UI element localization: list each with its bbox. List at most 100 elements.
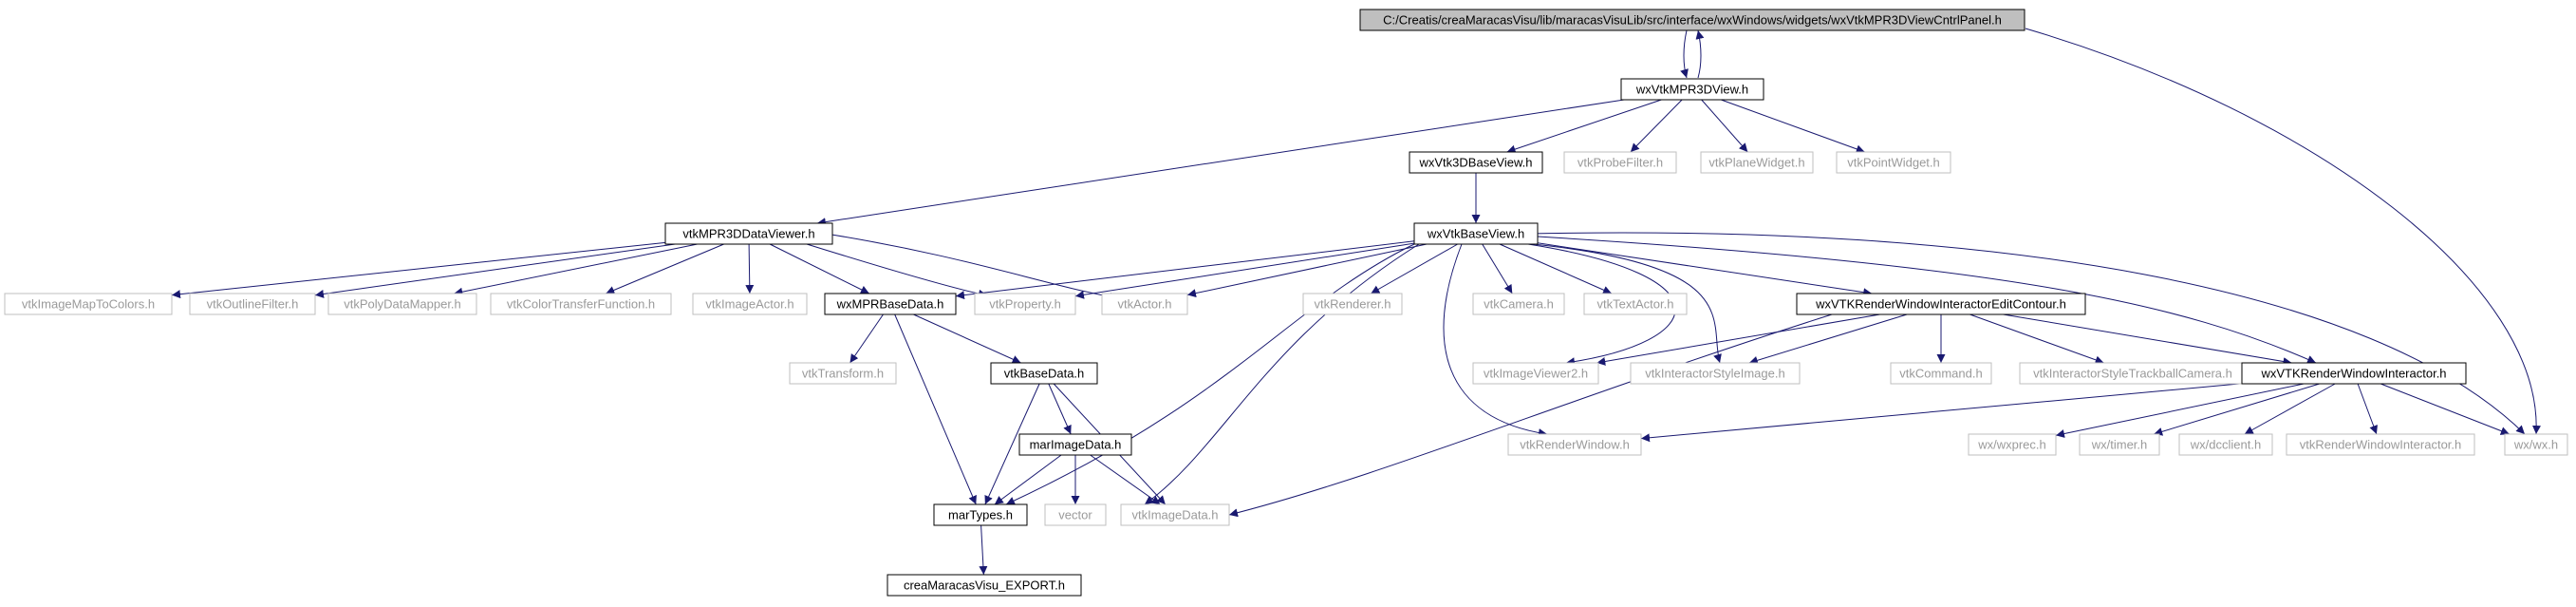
edge-wxVTKRWIEditContour-to-wxVTKRWI [2003, 313, 2292, 366]
node-label: vtkBaseData.h [1004, 367, 1085, 381]
edge-vtkBaseData-to-marImageData [1048, 383, 1072, 435]
edge-vtkBaseData-to-marTypes [984, 383, 1040, 505]
node-vtkRenderWindow: vtkRenderWindow.h [1507, 433, 1642, 456]
edge-vtkMPR3DDataViewer-to-vtkProperty [806, 243, 988, 298]
node-box [1413, 222, 1539, 245]
node-creaMaracasVisuExport[interactable]: creaMaracasVisu_EXPORT.h [887, 574, 1082, 597]
node-label: wx/wx.h [2513, 438, 2558, 452]
node-marTypes[interactable]: marTypes.h [933, 503, 1028, 526]
edge-wxVtkBaseView-to-vtkActor [1186, 243, 1428, 298]
edge-wxVtkBaseView-to-vtkImageData [1144, 243, 1420, 505]
edge-wxVtkBaseView-to-wxVTKRWIEditContour [1537, 242, 1873, 297]
edge-wxVtkMPR3DView-to-root [1695, 29, 1705, 79]
node-vtkBaseData[interactable]: vtkBaseData.h [990, 362, 1098, 385]
edge-wxVTKRWIEditContour-to-vtkInteractorStyleTrackballCamera [1969, 313, 2104, 365]
edge-vtkMPR3DDataViewer-to-vtkOutlineFilter [314, 243, 676, 298]
node-box [1044, 503, 1107, 526]
node-box [1630, 362, 1801, 385]
edge-wxVtkBaseView-to-vtkProperty [1074, 242, 1415, 299]
node-vtkImageViewer2: vtkImageViewer2.h [1472, 362, 1599, 385]
edge-root-to-wxVtkMPR3DView [1680, 29, 1689, 79]
node-box [2241, 362, 2467, 385]
edge-wxVtkBaseView-to-wxMPRBaseData [955, 240, 1415, 300]
edge-wxVtkBaseView-to-vtkInteractorStyleImage [1532, 243, 1722, 364]
node-box [1472, 362, 1599, 385]
edge-vtkMPR3DDataViewer-to-vtkImageMapToColors [171, 241, 666, 299]
node-vtkTextActor: vtkTextActor.h [1583, 293, 1688, 315]
node-box [1836, 151, 1951, 174]
node-vtkInteractorStyleImage: vtkInteractorStyleImage.h [1630, 362, 1801, 385]
node-label: wxVTKRenderWindowInteractorEditContour.h [1815, 297, 2066, 312]
node-label: vtkOutlineFilter.h [207, 297, 299, 312]
node-label: wxVTKRenderWindowInteractor.h [2260, 367, 2446, 381]
edge-root-to-wxwx [2025, 28, 2541, 435]
node-vtkMPR3DDataViewer[interactable]: vtkMPR3DDataViewer.h [664, 222, 833, 245]
node-label: vtkActor.h [1117, 297, 1171, 312]
node-box [1302, 293, 1403, 315]
node-vtkPolyDataMapper: vtkPolyDataMapper.h [327, 293, 477, 315]
node-vector: vector [1044, 503, 1107, 526]
node-label: vtkRenderWindowInteractor.h [2300, 438, 2462, 452]
node-box [990, 362, 1098, 385]
edge-wxVtkBaseView-to-vtkRenderWindow [1443, 243, 1548, 438]
node-box [490, 293, 672, 315]
node-wxVtkMPR3DView[interactable]: wxVtkMPR3DView.h [1620, 78, 1764, 101]
node-box [1796, 293, 2086, 315]
node-label: vtkProperty.h [989, 297, 1061, 312]
node-box [2286, 433, 2475, 456]
node-vtkImageActor: vtkImageActor.h [692, 293, 808, 315]
node-vtkOutlineFilter: vtkOutlineFilter.h [189, 293, 316, 315]
node-wxVTKRWI[interactable]: wxVTKRenderWindowInteractor.h [2241, 362, 2467, 385]
node-vtkPointWidget: vtkPointWidget.h [1836, 151, 1951, 174]
node-marImageData[interactable]: marImageData.h [1018, 433, 1132, 456]
node-vtkProbeFilter: vtkProbeFilter.h [1563, 151, 1677, 174]
edge-wxVTKRWI-to-wxwx [2380, 383, 2510, 435]
node-label: vtkColorTransferFunction.h [507, 297, 655, 312]
edge-wxVTKRWI-to-wxdcclient [2244, 383, 2336, 435]
edge-wxVtkBaseView-to-marTypes [1005, 243, 1415, 505]
node-label: vtkPolyDataMapper.h [344, 297, 461, 312]
node-label: vtkRenderer.h [1315, 297, 1391, 312]
node-box [1120, 503, 1230, 526]
edge-vtkMPR3DDataViewer-to-vtkImageActor [745, 243, 755, 294]
edge-wxVTKRWIEditContour-to-vtkImageViewer2 [1596, 313, 1880, 366]
node-label: vtkInteractorStyleImage.h [1645, 367, 1784, 381]
node-wxVtk3DBaseView[interactable]: wxVtk3DBaseView.h [1409, 151, 1543, 174]
edge-wxMPRBaseData-to-marTypes [894, 313, 977, 505]
node-vtkImageMapToColors: vtkImageMapToColors.h [4, 293, 173, 315]
edge-wxVtkMPR3DView-to-vtkPointWidget [1721, 99, 1865, 154]
node-box [4, 293, 173, 315]
node-label: wxVtkMPR3DView.h [1635, 83, 1748, 97]
node-label: vtkRenderWindow.h [1520, 438, 1630, 452]
node-label: wxMPRBaseData.h [836, 297, 944, 312]
node-box [1359, 9, 2025, 31]
edge-marImageData-to-marTypes [994, 454, 1062, 505]
node-wxMPRBaseData[interactable]: wxMPRBaseData.h [824, 293, 957, 315]
node-label: vtkImageMapToColors.h [22, 297, 155, 312]
edge-wxVTKRWI-to-vtkRenderWindow [1640, 383, 2243, 443]
node-label: wxVtkBaseView.h [1427, 227, 1524, 241]
node-box [664, 222, 833, 245]
node-label: marTypes.h [948, 508, 1013, 522]
node-box [1583, 293, 1688, 315]
node-wxdcclient: wx/dcclient.h [2178, 433, 2273, 456]
node-vtkPlaneWidget: vtkPlaneWidget.h [1700, 151, 1814, 174]
edge-wxMPRBaseData-to-vtkTransform [849, 313, 884, 364]
node-box [1620, 78, 1764, 101]
node-wxVtkBaseView[interactable]: wxVtkBaseView.h [1413, 222, 1539, 245]
edge-marImageData-to-vtkImageData [1090, 454, 1161, 505]
node-label: vtkProbeFilter.h [1577, 156, 1663, 170]
edge-wxVtkBaseView-to-vtkCamera [1482, 243, 1513, 294]
node-label: vtkCommand.h [1899, 367, 1982, 381]
node-box [327, 293, 477, 315]
node-wxVTKRWIEditContour[interactable]: wxVTKRenderWindowInteractorEditContour.h [1796, 293, 2086, 315]
edge-wxVtkMPR3DView-to-wxVtk3DBaseView [1506, 99, 1662, 154]
edge-wxVtkBaseView-to-vtkRenderer [1371, 243, 1458, 294]
node-vtkCommand: vtkCommand.h [1890, 362, 1992, 385]
node-wxwxprec: wx/wxprec.h [1968, 433, 2057, 456]
edge-wxVtkMPR3DView-to-vtkPlaneWidget [1701, 99, 1748, 153]
node-label: vtkTextActor.h [1597, 297, 1674, 312]
node-label: vector [1058, 508, 1092, 522]
node-box [974, 293, 1076, 315]
